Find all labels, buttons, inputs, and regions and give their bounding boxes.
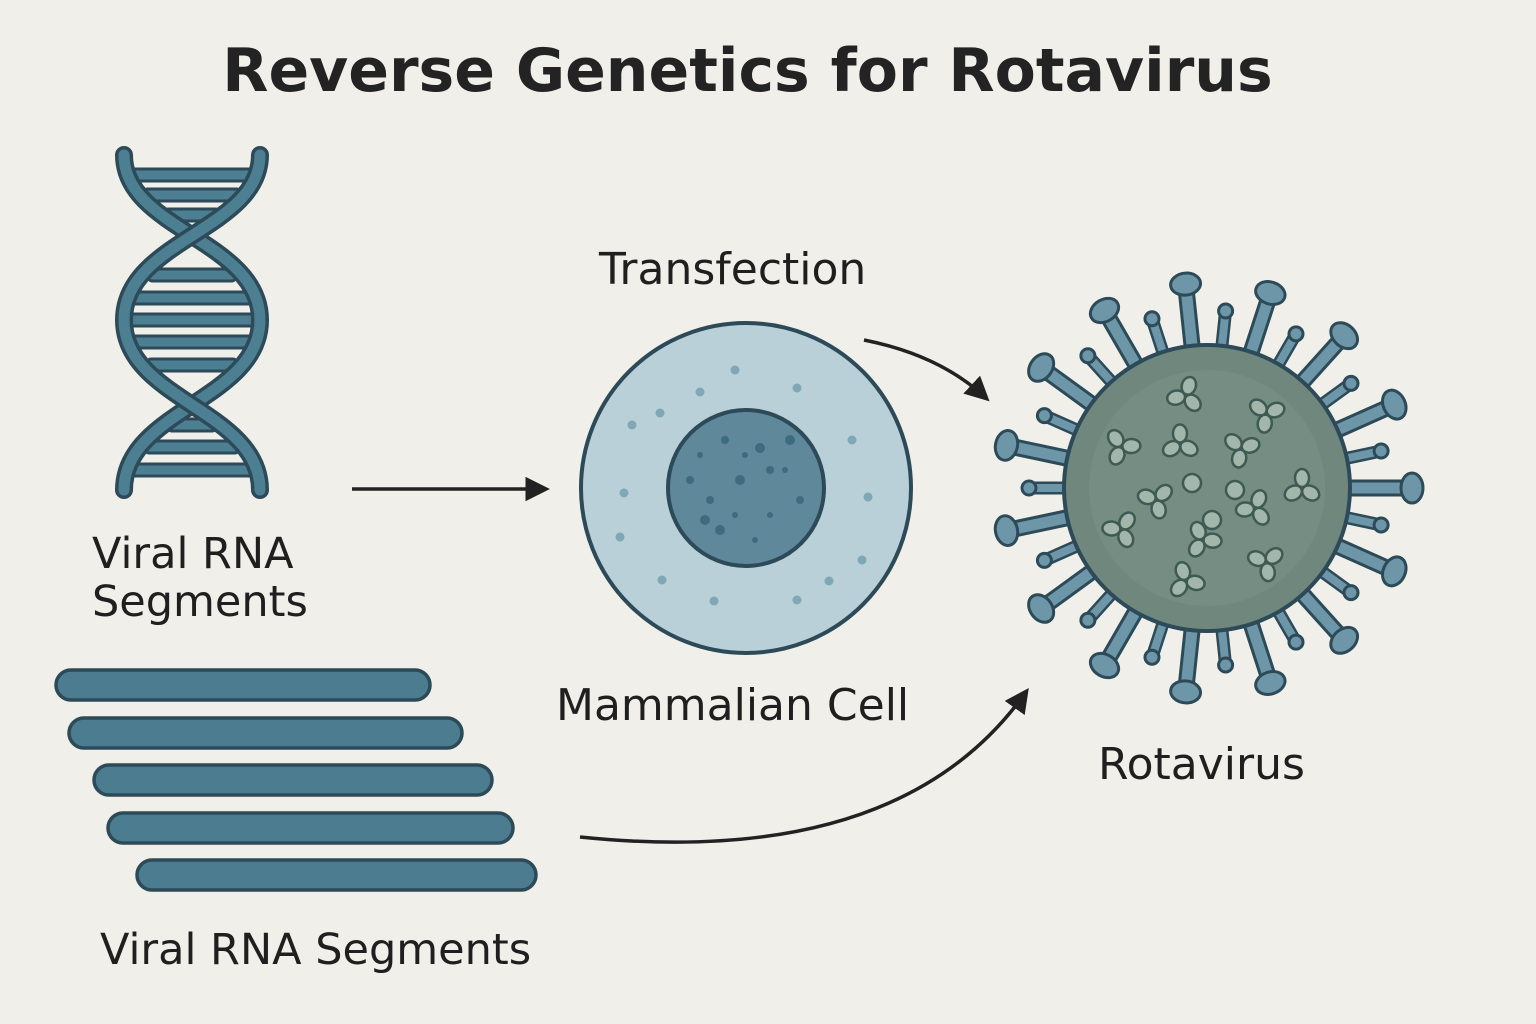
helix-rung: [147, 267, 237, 283]
mammalian-cell-icon: [579, 321, 913, 655]
rna-segments-icon: [54, 668, 538, 892]
flow-arrows: [352, 338, 1029, 844]
transfection-label: Transfection: [599, 244, 867, 295]
rna-segment-bar: [67, 716, 464, 750]
diagram-title: Reverse Genetics for Rotavirus: [222, 36, 1273, 106]
helix-rung: [146, 357, 238, 373]
rotavirus-label: Rotavirus: [1098, 739, 1305, 790]
helix-rung: [142, 187, 242, 203]
dna-helix-icon: [114, 146, 270, 499]
mammalian-cell-label: Mammalian Cell: [556, 680, 910, 731]
helix-rung: [129, 290, 255, 306]
viral-rna-segments-label-top: Viral RNA Segments: [92, 529, 308, 628]
rna-segment-bar: [106, 811, 515, 845]
helix-rung: [122, 312, 262, 328]
arrow-transfection-to-virus: [863, 338, 990, 402]
rna-segment-bar: [135, 858, 538, 892]
arrow-segments-to-virus: [579, 688, 1029, 844]
helix-rung: [127, 462, 257, 478]
rna-segment-bar: [54, 668, 432, 702]
helix-rung: [128, 334, 256, 350]
rotavirus-icon: [993, 271, 1425, 705]
helix-rung: [144, 439, 240, 455]
viral-rna-segments-label-bottom: Viral RNA Segments: [100, 925, 532, 975]
rna-segment-bar: [92, 763, 494, 797]
helix-rung: [128, 167, 256, 183]
